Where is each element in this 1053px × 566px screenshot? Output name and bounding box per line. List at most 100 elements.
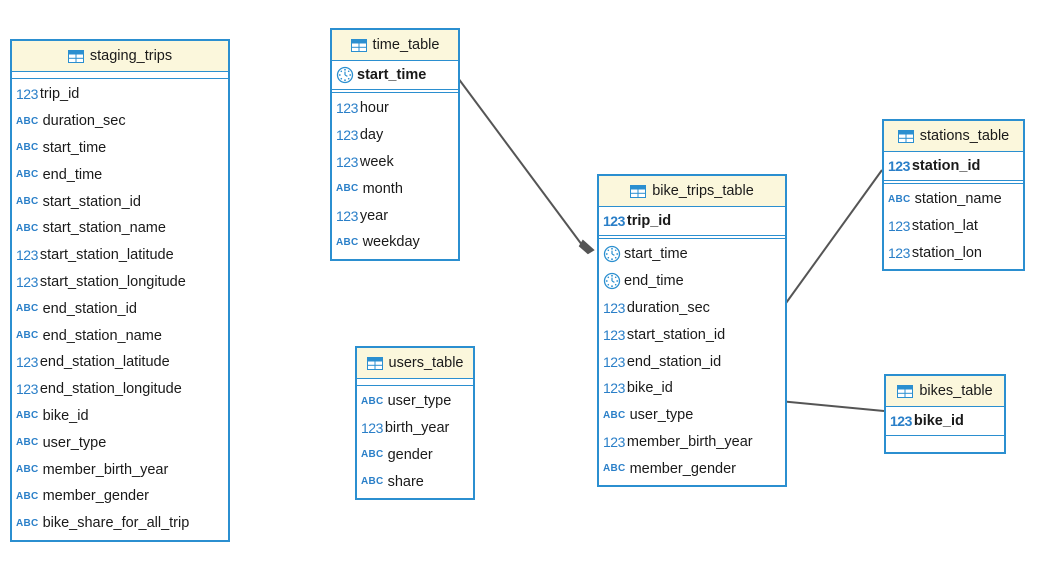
table-title: users_table bbox=[388, 355, 464, 371]
table-divider bbox=[357, 379, 473, 386]
table-header[interactable]: staging_trips bbox=[12, 41, 228, 72]
clock-icon bbox=[336, 66, 354, 84]
table-footer bbox=[886, 436, 1004, 452]
column-name: end_station_id bbox=[42, 300, 137, 317]
column-row[interactable]: end_time bbox=[599, 268, 785, 295]
key-column[interactable]: start_time bbox=[332, 61, 458, 90]
clock-icon bbox=[603, 272, 621, 290]
string-type-icon: ABC bbox=[16, 437, 39, 449]
string-type-icon: ABC bbox=[361, 449, 384, 461]
link-start-time-marker bbox=[578, 239, 595, 255]
column-name: birth_year bbox=[384, 420, 450, 437]
key-column[interactable]: 123 trip_id bbox=[599, 207, 785, 236]
key-column[interactable]: 123 bike_id bbox=[886, 407, 1004, 436]
column-name: duration_sec bbox=[42, 113, 126, 130]
number-type-icon: 123 bbox=[336, 153, 358, 170]
column-name: year bbox=[359, 207, 389, 224]
table-bikes-table[interactable]: bikes_table 123 bike_id bbox=[884, 374, 1006, 454]
column-name: duration_sec bbox=[626, 299, 710, 316]
table-header[interactable]: bikes_table bbox=[886, 376, 1004, 407]
table-header[interactable]: bike_trips_table bbox=[599, 176, 785, 207]
column-name: bike_id bbox=[913, 413, 964, 429]
table-header[interactable]: stations_table bbox=[884, 121, 1023, 152]
number-type-icon: 123 bbox=[16, 86, 38, 103]
table-divider bbox=[884, 183, 1023, 184]
string-type-icon: ABC bbox=[603, 409, 626, 421]
column-name: share bbox=[387, 473, 424, 490]
table-icon bbox=[350, 38, 367, 52]
column-name: station_lon bbox=[911, 244, 982, 261]
table-icon bbox=[897, 384, 914, 398]
string-type-icon: ABC bbox=[16, 490, 39, 502]
table-title: bikes_table bbox=[919, 383, 993, 399]
table-icon bbox=[67, 49, 84, 63]
column-name: start_time bbox=[42, 139, 107, 156]
table-title: stations_table bbox=[919, 128, 1010, 144]
column-name: station_lat bbox=[911, 218, 978, 235]
key-column[interactable]: 123 station_id bbox=[884, 152, 1023, 181]
number-type-icon: 123 bbox=[603, 213, 625, 229]
string-type-icon: ABC bbox=[16, 142, 39, 154]
column-name: station_name bbox=[914, 191, 1002, 208]
column-row[interactable]: start_time bbox=[599, 241, 785, 268]
number-type-icon: 123 bbox=[361, 420, 383, 437]
column-name: weekday bbox=[362, 234, 420, 251]
column-name: bike_id bbox=[626, 380, 673, 397]
column-name: user_type bbox=[42, 434, 107, 451]
number-type-icon: 123 bbox=[16, 354, 38, 371]
column-name: member_gender bbox=[629, 460, 736, 477]
column-name: month bbox=[362, 180, 403, 197]
number-type-icon: 123 bbox=[603, 433, 625, 450]
table-divider bbox=[12, 72, 228, 79]
table-header[interactable]: time_table bbox=[332, 30, 458, 61]
column-name: station_id bbox=[911, 158, 981, 174]
column-name: end_time bbox=[624, 273, 684, 290]
column-name: end_time bbox=[42, 166, 103, 183]
number-type-icon: 123 bbox=[603, 326, 625, 343]
table-title: staging_trips bbox=[89, 48, 173, 64]
table-header[interactable]: users_table bbox=[357, 348, 473, 379]
